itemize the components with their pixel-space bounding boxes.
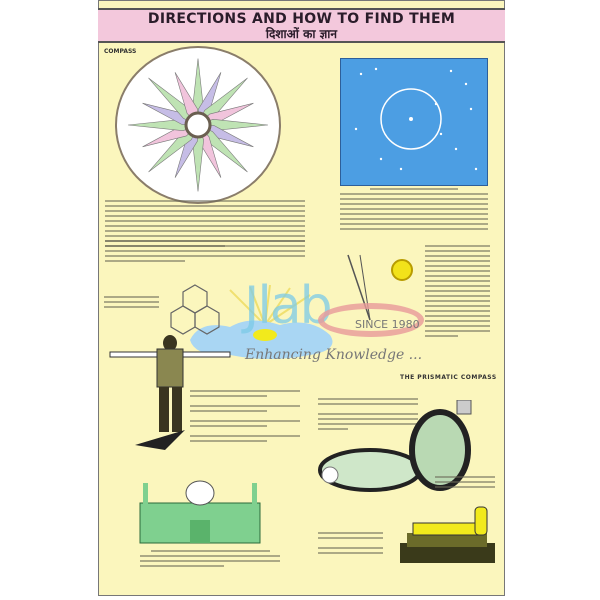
intro-text-hindi	[105, 240, 305, 262]
watermark-tagline: Enhancing Knowledge ...	[245, 347, 423, 363]
hexagon-logo-icon	[170, 284, 220, 335]
title-band: DIRECTIONS AND HOW TO FIND THEM दिशाओं क…	[98, 8, 505, 43]
sun-icon	[391, 259, 413, 281]
prismatic-compass-illustration	[318, 400, 472, 492]
watermark-ring	[318, 303, 424, 337]
tomb-illustration	[400, 506, 495, 563]
night-sky-panel	[340, 58, 488, 186]
poster-title-hindi: दिशाओं का ज्ञान	[265, 27, 338, 41]
pole-star-circle	[380, 88, 442, 150]
prismatic-compass-text	[318, 398, 418, 430]
shadow-text-block	[425, 245, 490, 337]
poster-title: DIRECTIONS AND HOW TO FIND THEM	[147, 11, 456, 27]
compass-label: COMPASS	[104, 48, 137, 55]
sunrise-illustration	[190, 285, 333, 359]
man-pointing-illustration	[109, 335, 231, 450]
compass-rose	[115, 46, 281, 204]
sky-caption	[340, 188, 488, 230]
rising-sun	[253, 329, 277, 341]
directions-list	[190, 390, 300, 442]
watermark-brand: Jlab	[244, 276, 333, 336]
watermark-since: SINCE 1980	[355, 318, 420, 331]
mosque-illustration	[139, 480, 261, 544]
prismatic-compass-title: THE PRISMATIC COMPASS	[400, 374, 497, 381]
north-arrow-text	[435, 476, 495, 488]
mosque-caption	[140, 550, 280, 567]
pole-star	[409, 117, 413, 121]
compass-center	[184, 111, 212, 139]
tomb-caption	[318, 532, 383, 554]
stars	[354, 67, 478, 171]
sunrise-caption	[104, 296, 159, 308]
